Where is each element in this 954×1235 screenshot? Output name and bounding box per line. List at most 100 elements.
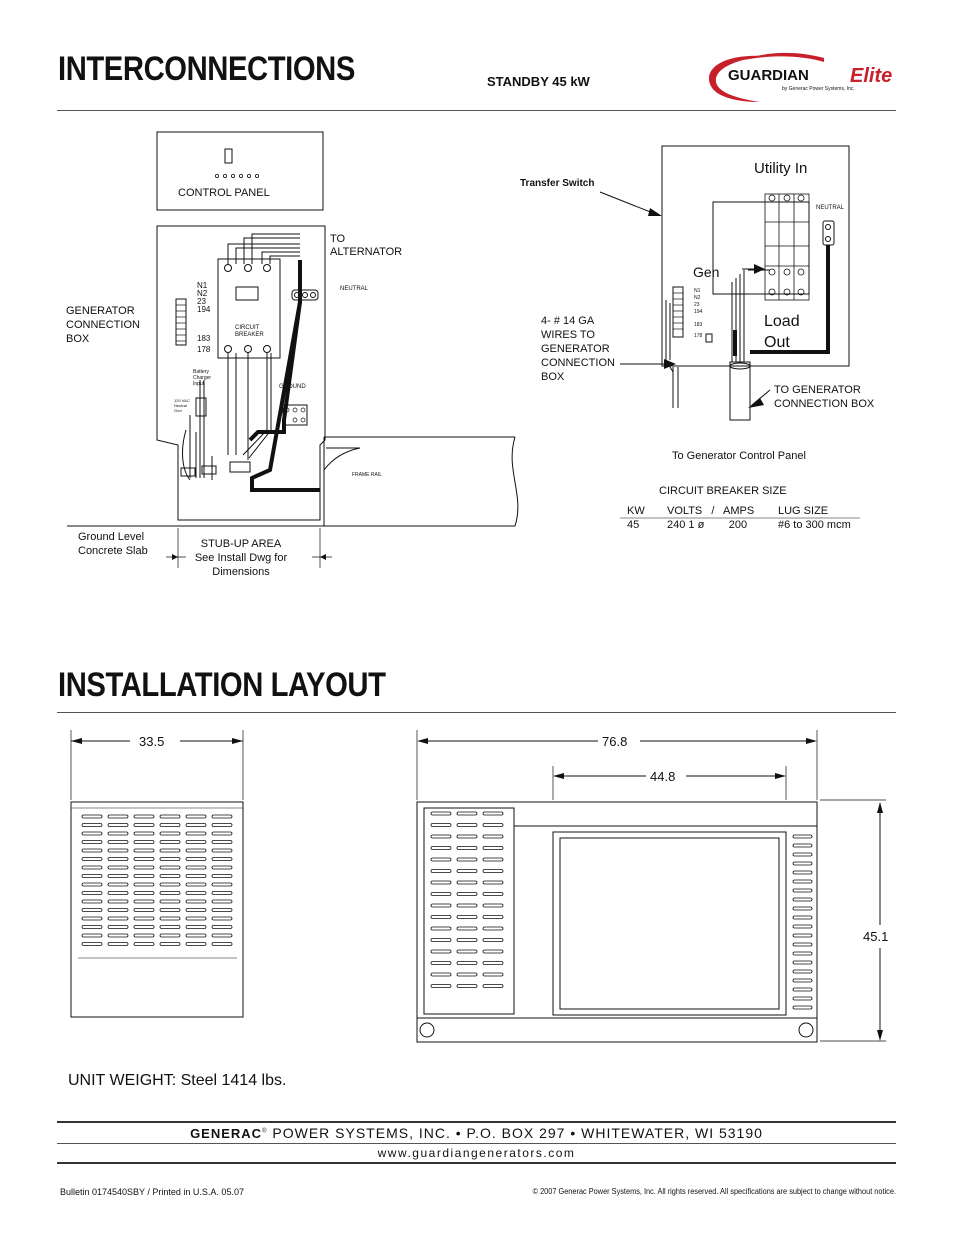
company-line: GENERAC® POWER SYSTEMS, INC. • P.O. BOX …: [190, 1125, 763, 1141]
louver-slot: [185, 865, 207, 870]
louver-slot: [107, 916, 129, 921]
louver-slot: [159, 942, 181, 946]
louver-slot: [211, 899, 233, 904]
louver-slot: [792, 1005, 813, 1010]
louver-slot: [133, 874, 155, 878]
louver-slot: [107, 908, 129, 912]
side-view-enclosure: [70, 801, 244, 1018]
to-control-panel-label: To Generator Control Panel: [672, 450, 806, 462]
louver-slot: [456, 823, 478, 827]
louver-slot: [81, 848, 103, 853]
louver-slot: [133, 916, 155, 921]
louver-slot: [456, 811, 478, 816]
dim-side-width: 33.5: [139, 734, 165, 749]
louver-slot: [482, 892, 504, 896]
louver-slot: [159, 908, 181, 912]
control-panel-box: [156, 131, 324, 211]
louver-slot: [482, 857, 504, 862]
breaker-table-head-volts: VOLTS / AMPS: [667, 505, 755, 517]
louver-slot: [456, 915, 478, 919]
louver-slot: [133, 831, 155, 836]
louver-slot: [211, 840, 233, 844]
louver-slot: [185, 916, 207, 921]
gen-label: Gen: [693, 264, 720, 280]
louver-slot: [211, 874, 233, 878]
louver-slot: [792, 843, 813, 848]
page-title: INTERCONNECTIONS: [58, 50, 355, 88]
louver-slot: [81, 925, 103, 929]
louver-slot: [430, 857, 452, 862]
louver-slot: [185, 874, 207, 878]
louver-slot: [133, 814, 155, 819]
louver-slot: [482, 846, 504, 850]
logo-tagline: by Generac Power Systems, Inc.: [782, 86, 855, 92]
louver-slot: [159, 814, 181, 819]
louver-slot: [792, 915, 813, 920]
louver-slot: [185, 831, 207, 836]
louver-slot: [107, 899, 129, 904]
louver-slot: [792, 978, 813, 983]
generac-brand: GENERAC: [190, 1126, 263, 1141]
louver-slot: [482, 811, 504, 816]
louver-slot: [792, 861, 813, 866]
logo-elite: Elite: [850, 65, 892, 87]
louver-slot: [133, 882, 155, 887]
louver-slot: [133, 823, 155, 827]
battery-charger-label: Battery Charger Input: [193, 369, 212, 387]
bulletin: Bulletin 0174540SBY / Printed in U.S.A. …: [60, 1187, 244, 1197]
louver-slot: [792, 906, 813, 911]
louver-slot: [133, 908, 155, 912]
utility-in-label: Utility In: [754, 160, 808, 177]
louver-slot: [185, 848, 207, 853]
header-rule: [57, 110, 896, 111]
louver-slot: [482, 880, 504, 885]
louver-slot: [792, 942, 813, 947]
company-address: POWER SYSTEMS, INC. • P.O. BOX 297 • WHI…: [272, 1125, 763, 1141]
louver-slot: [107, 925, 129, 929]
louver-slot: [456, 949, 478, 954]
louver-slot: [185, 899, 207, 904]
breaker-table-lug: #6 to 300 mcm: [778, 519, 851, 531]
model-label: STANDBY 45 kW: [487, 74, 590, 89]
louver-slot: [107, 891, 129, 895]
louver-slot: [792, 888, 813, 893]
louver-slot: [159, 874, 181, 878]
louver-slot: [211, 823, 233, 827]
louver-slot: [792, 834, 813, 839]
louver-slot: [81, 942, 103, 946]
ts-neutral-label: NEUTRAL: [816, 205, 845, 211]
louver-slot: [133, 840, 155, 844]
louver-slot: [430, 949, 452, 954]
louver-slot: [211, 933, 233, 938]
louver-slot: [792, 879, 813, 884]
vac-input-label: 120 VAC Neutral Gnd: [174, 398, 190, 413]
footer-rule-top: [57, 1121, 896, 1123]
louver-slot: [185, 891, 207, 895]
louver-slot: [159, 891, 181, 895]
louver-slot: [792, 897, 813, 902]
louver-slot: [456, 880, 478, 885]
louver-slot: [211, 831, 233, 836]
louver-slot: [185, 823, 207, 827]
louver-slot: [482, 984, 504, 988]
louver-slot: [482, 926, 504, 931]
copyright: © 2007 Generac Power Systems, Inc. All r…: [532, 1187, 896, 1196]
louver-slot: [107, 942, 129, 946]
louver-slot: [81, 908, 103, 912]
interconnections-diagram: [67, 131, 860, 568]
louver-slot: [81, 916, 103, 921]
louver-slot: [107, 823, 129, 827]
louver-slot: [211, 942, 233, 946]
louver-slot: [159, 933, 181, 938]
louver-slot: [211, 925, 233, 929]
circuit-breaker-label: CIRCUIT BREAKER: [235, 325, 264, 338]
louver-slot: [456, 869, 478, 873]
louver-slot: [185, 840, 207, 844]
gen-box-label: GENERATOR CONNECTION BOX: [66, 305, 140, 345]
installation-drawing: [70, 730, 886, 1043]
louver-slot: [482, 961, 504, 965]
louver-slot: [81, 840, 103, 844]
louver-slot: [456, 926, 478, 931]
louver-slot: [159, 882, 181, 887]
louver-slot: [792, 924, 813, 929]
